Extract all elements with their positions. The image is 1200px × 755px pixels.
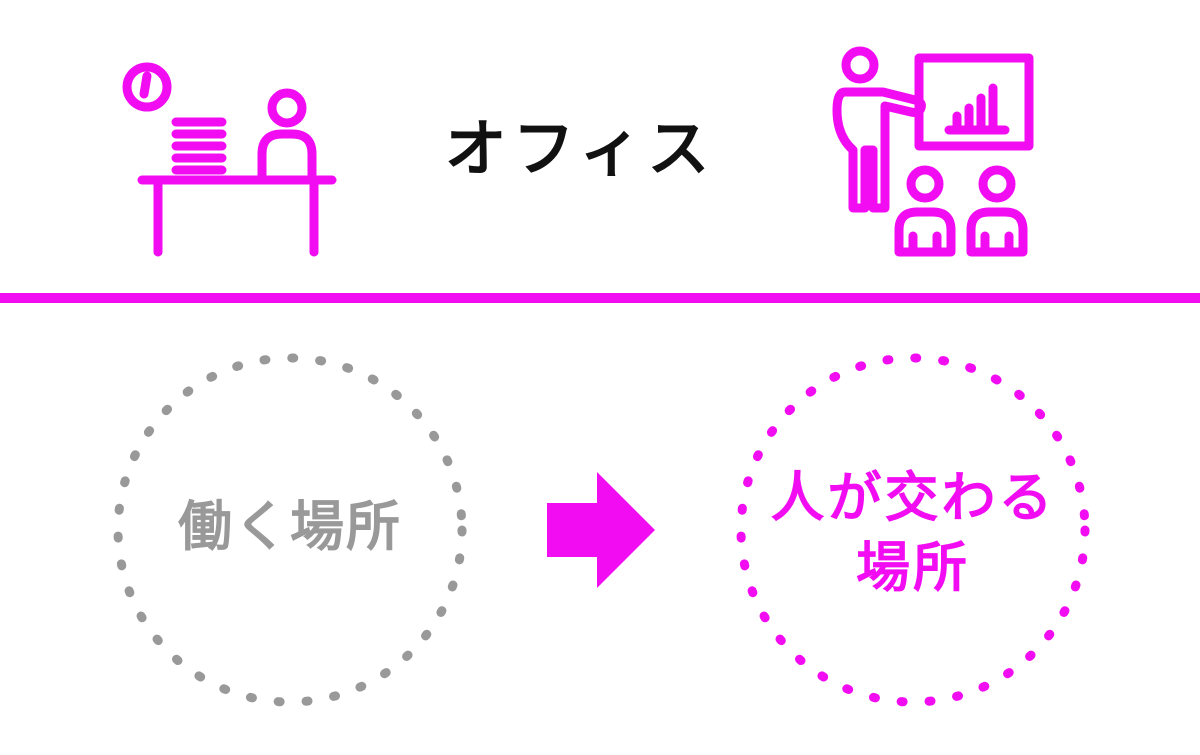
page-title: オフィス: [444, 112, 716, 185]
dotted-circle-before: [113, 353, 467, 707]
right-arrow-icon: [547, 472, 655, 588]
after-label: 人が交わる 場所: [743, 463, 1083, 603]
after-label-line2: 場所: [856, 536, 970, 600]
presentation-icon: [832, 46, 1034, 257]
before-label: 働く場所: [178, 495, 402, 558]
desk-worker-icon: [122, 62, 337, 257]
divider: [0, 293, 1200, 303]
after-label-line1: 人が交わる: [770, 466, 1056, 529]
dotted-circle-after: [736, 353, 1090, 707]
